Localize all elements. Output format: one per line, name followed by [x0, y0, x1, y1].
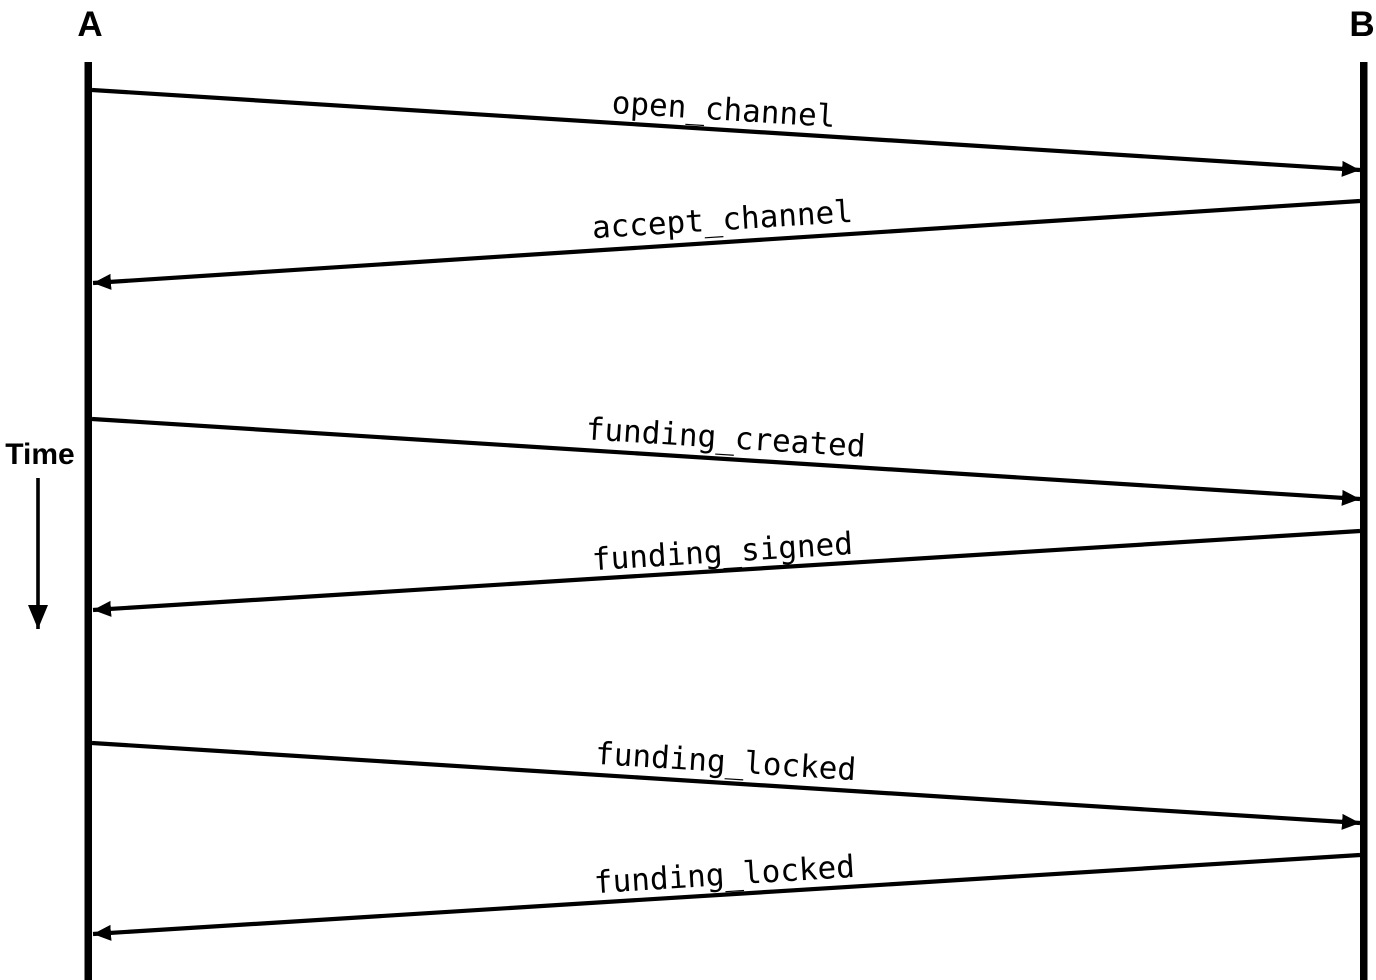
- message-arrow: [92, 198, 1361, 290]
- message-funding-signed: funding_signed: [92, 526, 1361, 617]
- lifeline-b: [1360, 62, 1368, 980]
- message-arrow: [92, 528, 1361, 617]
- actor-b-label: B: [1349, 5, 1374, 44]
- message-arrow: [92, 852, 1361, 941]
- message-funding-created: funding_created: [91, 411, 1361, 506]
- message-open-channel: open_channel: [91, 85, 1361, 177]
- message-funding-locked-1: funding_locked: [91, 736, 1361, 830]
- time-label: Time: [5, 438, 74, 471]
- message-arrow: [91, 416, 1361, 506]
- message-arrow: [91, 87, 1361, 177]
- message-funding-locked-2: funding_locked: [92, 849, 1361, 941]
- message-label: funding_locked: [594, 736, 857, 788]
- time-axis: Time: [5, 438, 75, 629]
- message-label: open_channel: [611, 85, 837, 135]
- message-accept-channel: accept_channel: [92, 194, 1361, 290]
- actor-a-label: A: [77, 5, 102, 44]
- lifeline-a: [84, 62, 92, 980]
- message-arrow: [91, 740, 1361, 830]
- message-label: funding_created: [585, 411, 867, 465]
